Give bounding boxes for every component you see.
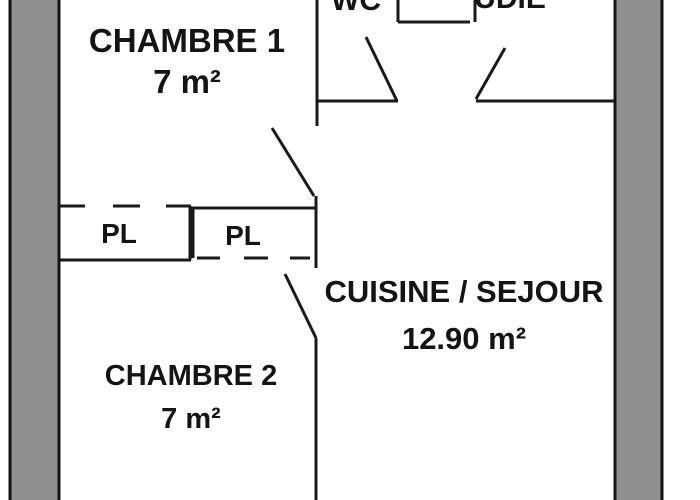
outer-wall-right [613, 0, 664, 500]
chambre1-name: CHAMBRE 1 [88, 22, 286, 59]
wc-label: WC [331, 0, 381, 17]
placard-right-label: PL [225, 220, 261, 251]
chambre1-area: 7 m² [153, 63, 221, 100]
wc-door-leaf [364, 36, 399, 102]
top-room-door-leaf [474, 47, 507, 100]
chambre2-label: CHAMBRE 2 7 m² [82, 362, 300, 434]
chambre2-door-leaf [283, 273, 318, 339]
chambre2-area: 7 m² [161, 403, 221, 435]
chambre2-name: CHAMBRE 2 [104, 360, 278, 392]
placard-left-label: PL [101, 218, 137, 249]
cuisine-sejour-label: CUISINE / SEJOUR 12.90 m² [316, 276, 612, 354]
cuisine-sejour-area: 12.90 m² [401, 321, 527, 356]
outer-wall-left [8, 0, 61, 500]
chambre1-door-leaf [270, 127, 316, 197]
chambre1-label: CHAMBRE 1 7 m² [78, 24, 296, 98]
cuisine-sejour-name: CUISINE / SEJOUR [324, 274, 604, 309]
top-room-label: UDIE [470, 0, 550, 14]
